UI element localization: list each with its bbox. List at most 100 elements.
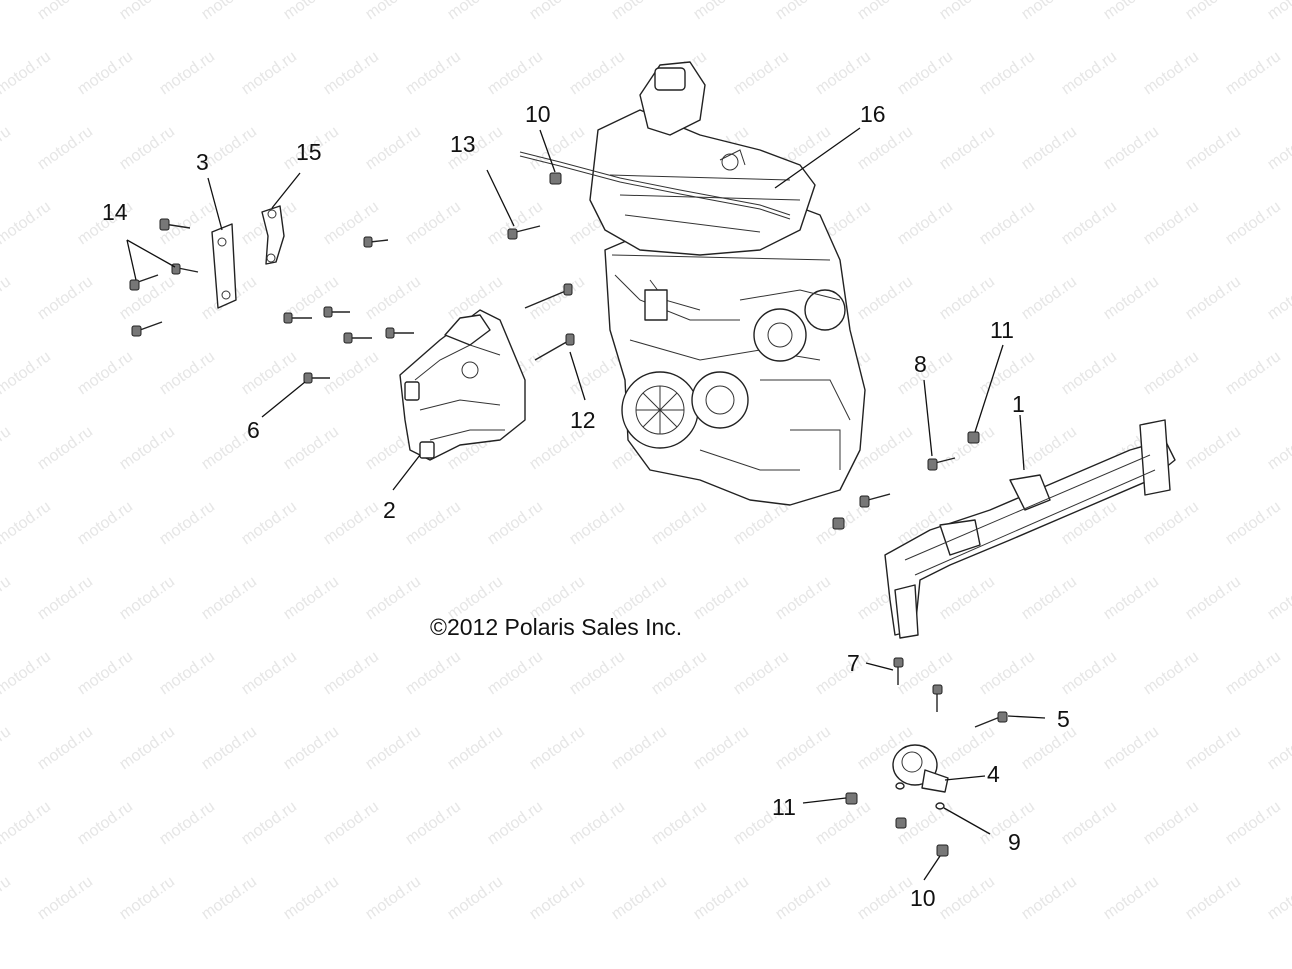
watermark-text: motod.ru: [1223, 498, 1284, 548]
watermark-text: motod.ru: [0, 573, 14, 623]
watermark-text: motod.ru: [1019, 273, 1080, 323]
watermark-text: motod.ru: [1101, 0, 1162, 23]
callout-1: 1: [1012, 391, 1025, 417]
watermark-text: motod.ru: [239, 798, 300, 848]
watermark-text: motod.ru: [937, 573, 998, 623]
watermark-text: motod.ru: [691, 573, 752, 623]
watermark-text: motod.ru: [321, 48, 382, 98]
watermark-text: motod.ru: [485, 798, 546, 848]
watermark-text: motod.ru: [0, 348, 54, 398]
watermark-text: motod.ru: [1141, 48, 1202, 98]
watermark-text: motod.ru: [117, 123, 178, 173]
callout-10-bottom: 10: [910, 885, 936, 911]
watermark-text: motod.ru: [1183, 273, 1244, 323]
watermark-text: motod.ru: [731, 648, 792, 698]
watermark-text: motod.ru: [485, 498, 546, 548]
watermark-text: motod.ru: [1101, 123, 1162, 173]
watermark-text: motod.ru: [321, 798, 382, 848]
watermark-text: motod.ru: [1265, 723, 1292, 773]
watermark-text: motod.ru: [403, 498, 464, 548]
watermark-text: motod.ru: [0, 723, 14, 773]
callout-4: 4: [987, 761, 1000, 787]
watermark-text: motod.ru: [937, 273, 998, 323]
watermark-text: motod.ru: [1059, 198, 1120, 248]
watermark-text: motod.ru: [1059, 348, 1120, 398]
watermark-text: motod.ru: [75, 348, 136, 398]
watermark-text: motod.ru: [1019, 873, 1080, 923]
watermark-text: motod.ru: [239, 348, 300, 398]
callout-7: 7: [847, 650, 860, 676]
link-bracket: [261, 205, 285, 265]
watermark-text: motod.ru: [773, 0, 834, 23]
watermark-text: motod.ru: [937, 123, 998, 173]
watermark-text: motod.ru: [281, 423, 342, 473]
watermark-text: motod.ru: [199, 573, 260, 623]
watermark-text: motod.ru: [485, 198, 546, 248]
callout-11-lower: 11: [772, 794, 796, 820]
watermark-text: motod.ru: [321, 198, 382, 248]
watermark-text: motod.ru: [363, 0, 424, 23]
watermark-text: motod.ru: [0, 123, 14, 173]
leader-lines: [126, 127, 1046, 881]
watermark-text: motod.ru: [1223, 48, 1284, 98]
callout-14: 14: [102, 199, 128, 225]
watermark-text: motod.ru: [0, 798, 54, 848]
watermark-text: motod.ru: [35, 873, 96, 923]
watermark-text: motod.ru: [75, 48, 136, 98]
watermark-text: motod.ru: [895, 198, 956, 248]
watermark-text: motod.ru: [1019, 573, 1080, 623]
watermark-text: motod.ru: [527, 273, 588, 323]
watermark-text: motod.ru: [403, 648, 464, 698]
mount-strap: [211, 223, 237, 309]
watermark-text: motod.ru: [567, 798, 628, 848]
watermark-text: motod.ru: [1183, 423, 1244, 473]
watermark-text: motod.ru: [1265, 0, 1292, 23]
watermark-text: motod.ru: [977, 48, 1038, 98]
copyright-notice: ©2012 Polaris Sales Inc.: [430, 614, 683, 640]
watermark-text: motod.ru: [1141, 798, 1202, 848]
watermark-text: motod.ru: [1183, 573, 1244, 623]
rear-mount: [892, 744, 949, 793]
watermark-text: motod.ru: [1183, 723, 1244, 773]
watermark-text: motod.ru: [281, 573, 342, 623]
watermark-text: motod.ru: [1223, 798, 1284, 848]
watermark-text: motod.ru: [0, 423, 14, 473]
watermark-text: motod.ru: [0, 48, 54, 98]
watermark-text: motod.ru: [75, 648, 136, 698]
watermark-text: motod.ru: [117, 0, 178, 23]
watermark-text: motod.ru: [157, 648, 218, 698]
watermark-text: motod.ru: [1141, 648, 1202, 698]
watermark-text: motod.ru: [1059, 648, 1120, 698]
watermark-text: motod.ru: [1101, 273, 1162, 323]
watermark-text: motod.ru: [239, 648, 300, 698]
callouts: 1 2 3 4 5 6 7 8 9 10 10 11 11 12 13 14 1…: [102, 101, 1070, 911]
watermark-text: motod.ru: [321, 348, 382, 398]
watermark-text: motod.ru: [609, 873, 670, 923]
watermark-text: motod.ru: [117, 723, 178, 773]
watermark-text: motod.ru: [895, 48, 956, 98]
watermark-text: motod.ru: [0, 498, 54, 548]
watermark-text: motod.ru: [1101, 723, 1162, 773]
watermark-text: motod.ru: [35, 123, 96, 173]
watermark-text: motod.ru: [1223, 648, 1284, 698]
watermark-text: motod.ru: [1019, 423, 1080, 473]
watermark-text: motod.ru: [977, 648, 1038, 698]
watermark-text: motod.ru: [35, 273, 96, 323]
watermark-text: motod.ru: [117, 423, 178, 473]
watermark-text: motod.ru: [527, 873, 588, 923]
watermark-text: motod.ru: [35, 723, 96, 773]
watermark-text: motod.ru: [1183, 873, 1244, 923]
watermark-text: motod.ru: [1141, 348, 1202, 398]
watermark-text: motod.ru: [527, 723, 588, 773]
watermark-text: motod.ru: [855, 873, 916, 923]
watermark-text: motod.ru: [567, 498, 628, 548]
watermark-text: motod.ru: [321, 648, 382, 698]
watermark-text: motod.ru: [1019, 123, 1080, 173]
watermark-text: motod.ru: [1265, 423, 1292, 473]
watermark-text: motod.ru: [445, 873, 506, 923]
watermark-text: motod.ru: [1019, 723, 1080, 773]
watermark-text: motod.ru: [567, 48, 628, 98]
watermark-text: motod.ru: [1265, 573, 1292, 623]
watermark-text: motod.ru: [773, 573, 834, 623]
